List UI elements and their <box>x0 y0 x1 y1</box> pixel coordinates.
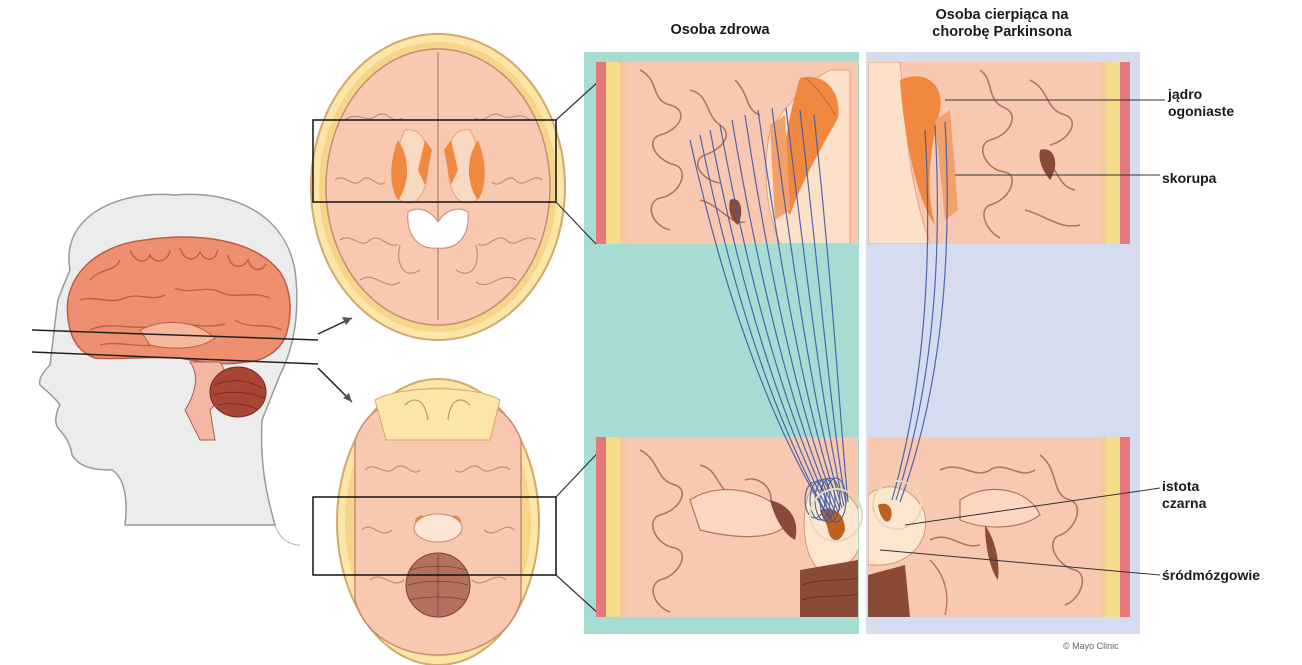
axial-section-lower <box>313 379 556 665</box>
substantia-nigra-label: istota czarna <box>1162 478 1206 512</box>
putamen-label: skorupa <box>1162 170 1216 187</box>
caudate-label: jądro ogoniaste <box>1168 86 1234 120</box>
parkinson-striatum-inset <box>868 62 1130 244</box>
healthy-header: Osoba zdrowa <box>630 22 810 39</box>
axial-section-upper <box>311 34 565 340</box>
parkinson-header: Osoba cierpiąca na chorobę Parkinsona <box>892 7 1112 41</box>
healthy-striatum-inset <box>596 62 858 244</box>
copyright-text: © Mayo Clinic <box>1063 641 1119 651</box>
midbrain-label: śródmózgowie <box>1162 567 1260 584</box>
healthy-midbrain-inset <box>596 437 862 617</box>
